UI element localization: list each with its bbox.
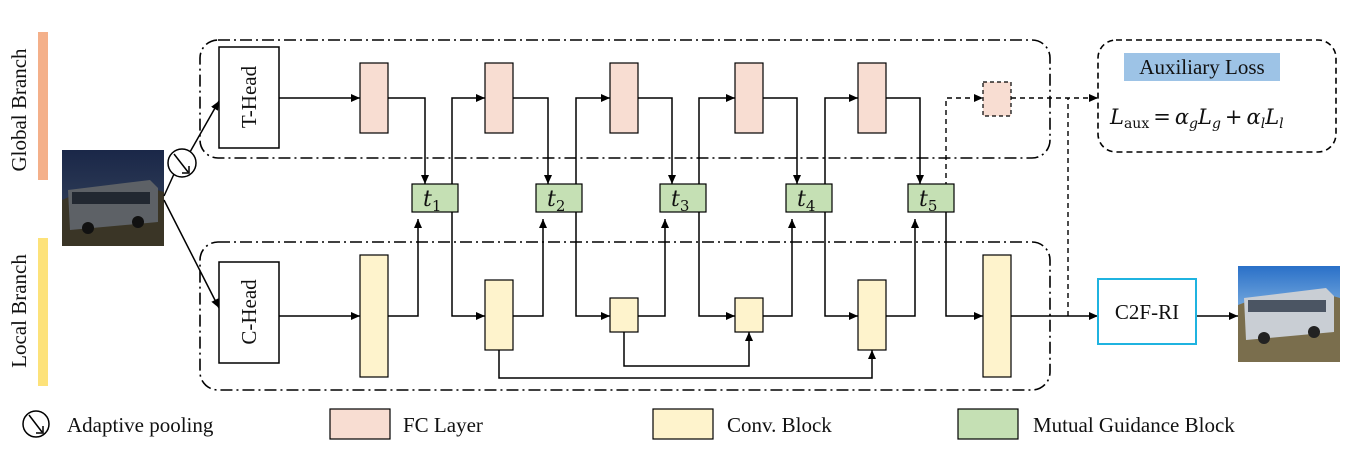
guidance-block-3: t3: [659, 183, 707, 215]
fc-layer-4: [734, 62, 764, 134]
auxiliary-loss-highlight: [1124, 53, 1280, 81]
guidance-block-4: t4: [785, 183, 833, 215]
guidance-block-5: t5: [907, 183, 955, 215]
output-image: [1238, 266, 1340, 362]
adaptive-pooling-symbol: [167, 148, 197, 178]
arrow-to-t-head: [189, 100, 220, 153]
local-branch-container: [199, 241, 1051, 391]
conv-block-4: [734, 297, 764, 333]
conv-block-1: [359, 254, 389, 378]
c2f-ri-box: [1097, 278, 1197, 345]
t-head-box: [218, 46, 280, 149]
conv-block-5: [857, 279, 887, 351]
fc-layer-2: [484, 62, 514, 134]
auxiliary-loss-formula: Laux=αgLg+αlLl: [1109, 105, 1284, 132]
legend-conv-label: Conv. Block: [727, 413, 832, 437]
svg-text:t2: t2: [547, 187, 565, 215]
fc-layer-aux: [982, 81, 1012, 117]
guidance-block-1: t1: [411, 183, 459, 215]
arrow-to-c-head: [163, 199, 220, 309]
svg-text:t5: t5: [919, 187, 937, 215]
svg-text:t4: t4: [797, 187, 815, 215]
legend-adaptive-pooling-icon: [22, 410, 50, 438]
legend-adaptive-pooling-label: Adaptive pooling: [67, 413, 214, 437]
guidance-block-2: t2: [535, 183, 583, 215]
svg-text:t1: t1: [423, 187, 441, 215]
conv-block-3: [609, 297, 639, 333]
input-image: [62, 150, 164, 246]
auxiliary-loss-container: [1097, 39, 1337, 153]
fc-layer-3: [609, 62, 639, 134]
local-branch-label: Local Branch: [7, 254, 31, 368]
c-head-label: C-Head: [237, 279, 261, 345]
legend-guidance-label: Mutual Guidance Block: [1033, 413, 1235, 437]
conv-block-6: [982, 254, 1012, 378]
fc-layer-1: [359, 62, 389, 134]
global-branch-container: [199, 39, 1051, 159]
local-branch-bar: [38, 238, 48, 386]
conv-block-2: [484, 279, 514, 351]
legend-guidance-swatch: [957, 408, 1019, 440]
global-branch-label: Global Branch: [7, 48, 31, 172]
global-branch-bar: [38, 32, 48, 180]
auxiliary-loss-title: Auxiliary Loss: [1139, 55, 1264, 79]
fc-layer-5: [857, 62, 887, 134]
c2f-ri-label: C2F-RI: [1115, 300, 1179, 324]
legend-fc-swatch: [329, 408, 391, 440]
c-head-box: [218, 261, 280, 364]
svg-text:t3: t3: [671, 187, 689, 215]
legend-fc-label: FC Layer: [403, 413, 483, 437]
t-head-label: T-Head: [237, 65, 261, 128]
legend-conv-swatch: [652, 408, 714, 440]
legend: Adaptive pooling FC Layer Conv. Block Mu…: [22, 408, 1235, 440]
